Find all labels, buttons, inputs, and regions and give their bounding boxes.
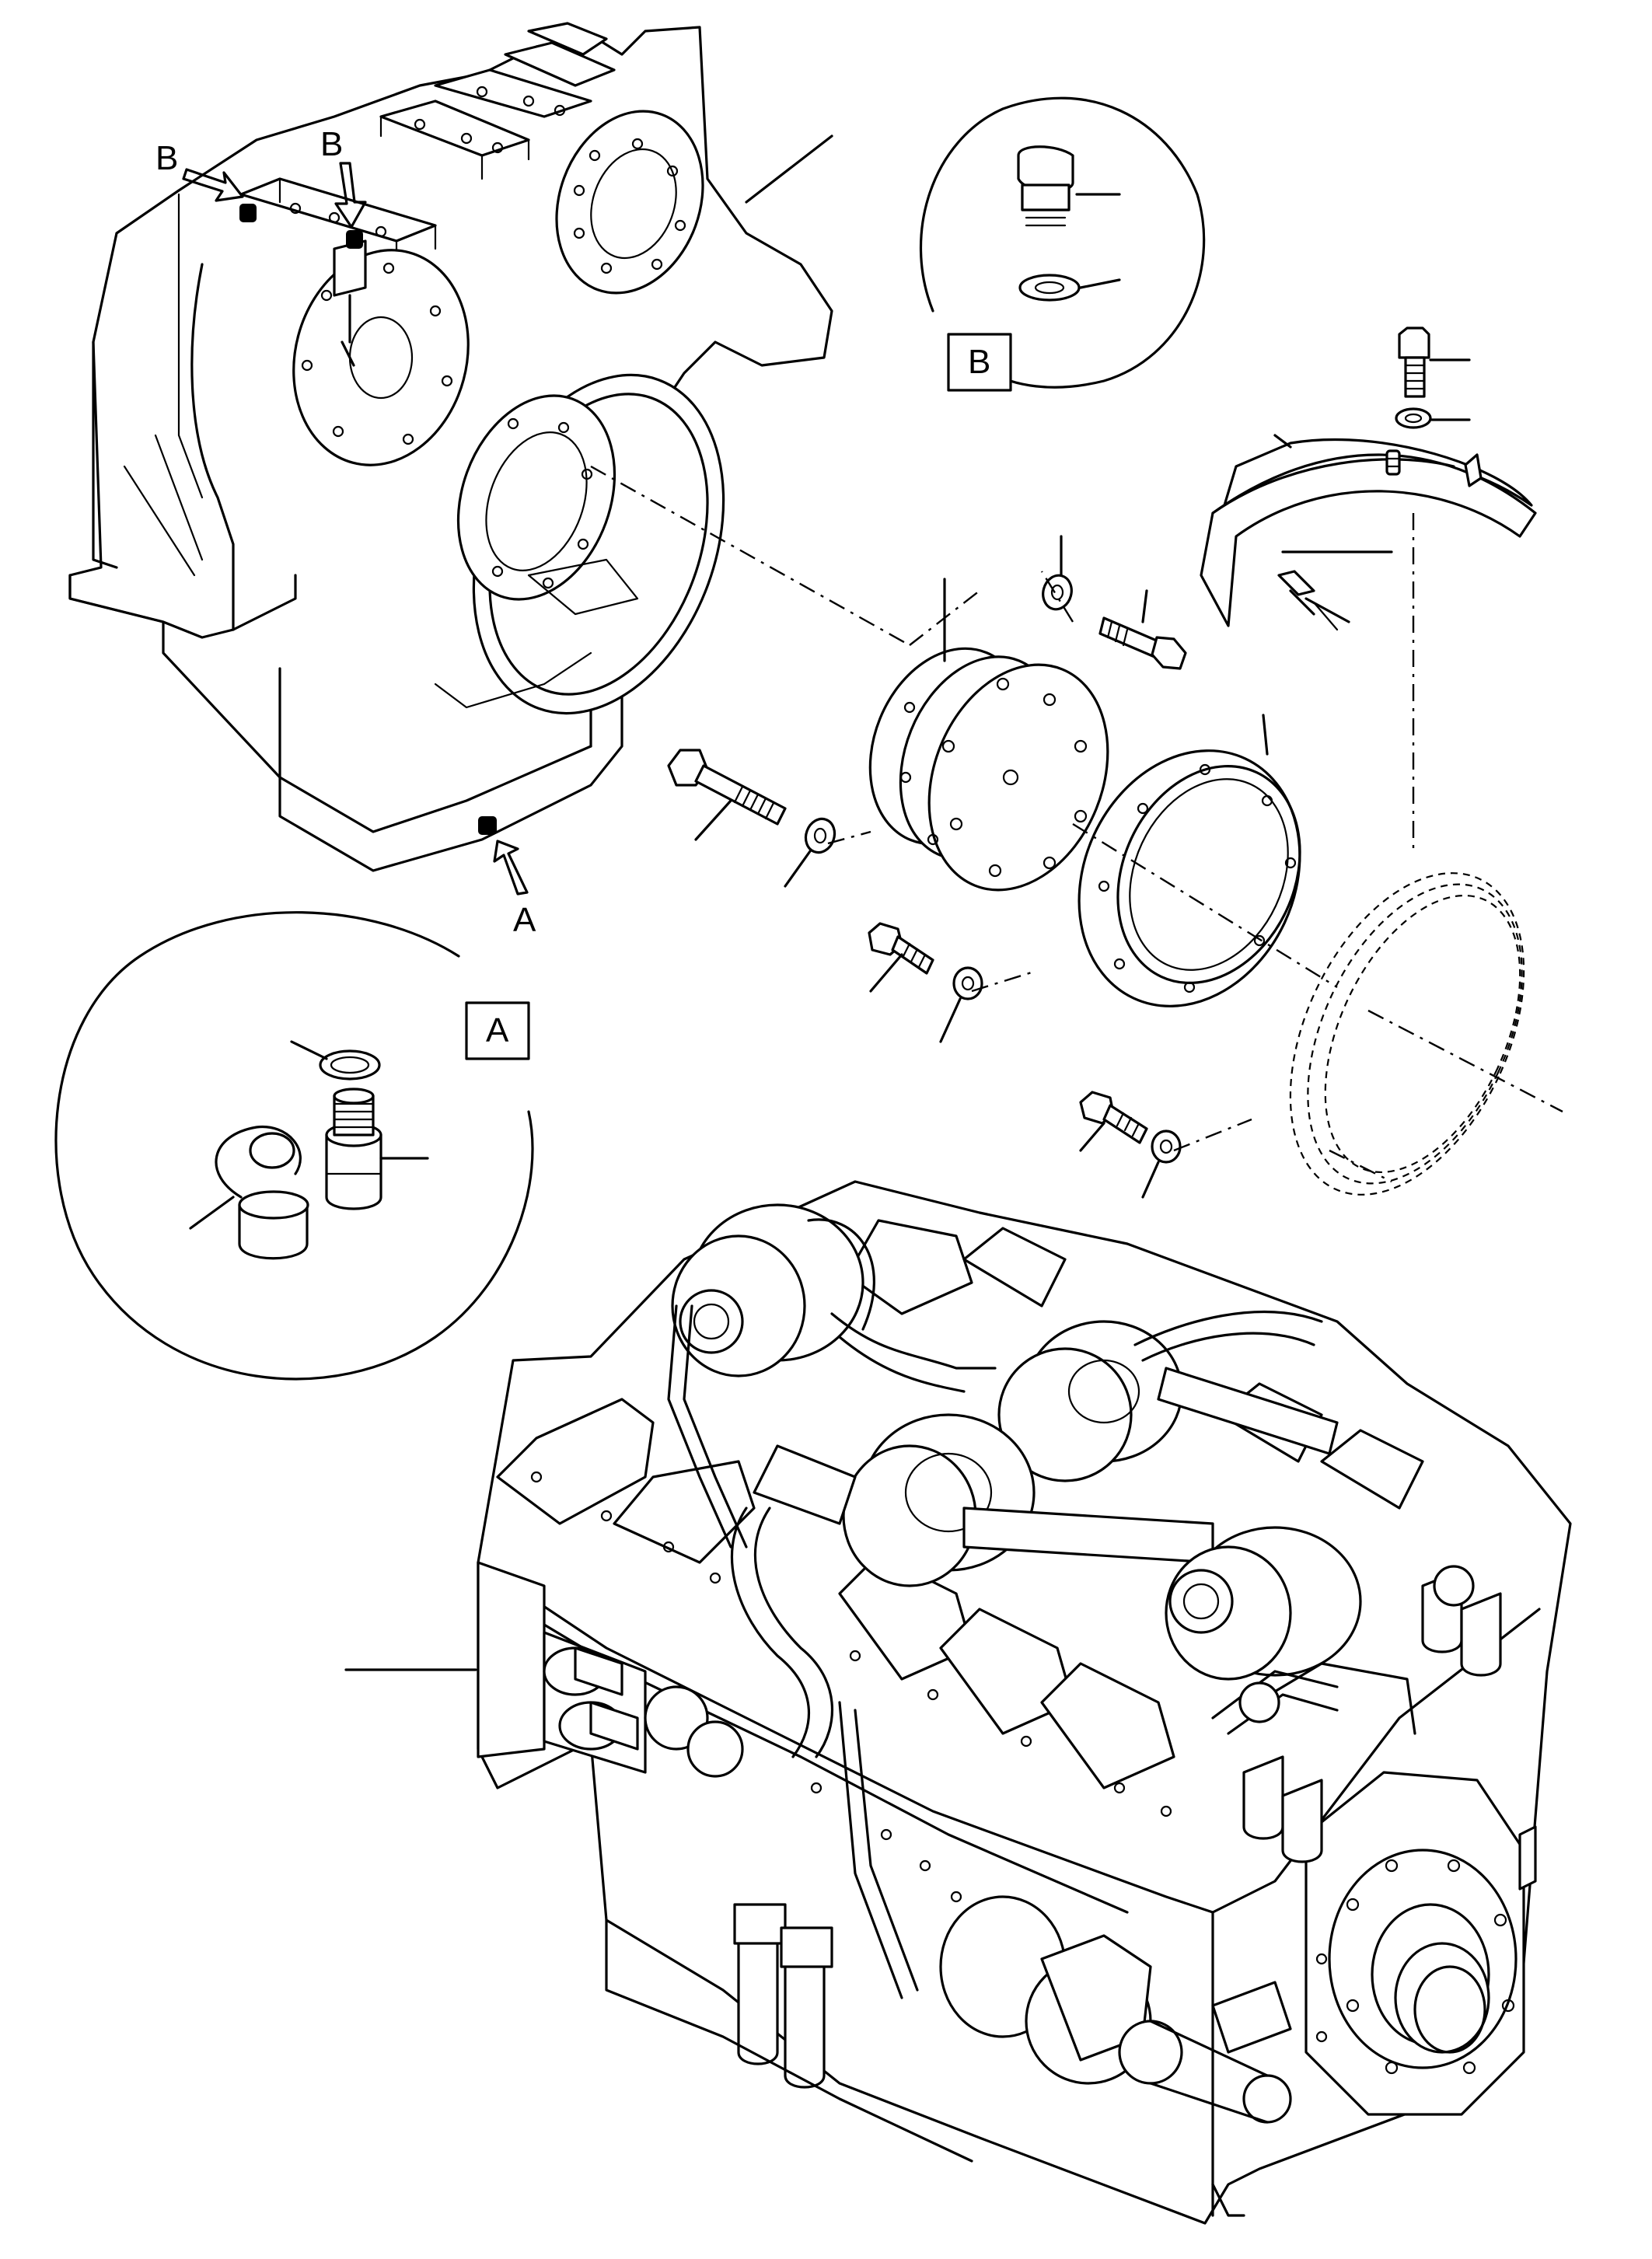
detail-a-box-label: A — [486, 1011, 509, 1049]
ring-washer — [1141, 1130, 1182, 1199]
callout-arrow-b-right — [334, 162, 367, 229]
cover-washer — [1395, 407, 1471, 429]
detail-b-box — [947, 333, 1012, 392]
gearbox-housing — [68, 22, 833, 872]
diesel-engine — [344, 1180, 1572, 2225]
hub-bolt-top — [1098, 589, 1187, 670]
ring-bolt — [1079, 1091, 1148, 1152]
flywheel-housing-ring — [1077, 714, 1301, 1007]
callout-arrow-a — [493, 840, 529, 896]
detail-a-box — [465, 1001, 530, 1060]
cover-segment — [1200, 434, 1537, 631]
label-b-right: B — [320, 125, 343, 163]
long-bolt-washer — [784, 817, 836, 888]
callout-arrow-b-left — [182, 168, 244, 202]
housing-washer — [939, 966, 983, 1043]
cover-bolt — [1398, 326, 1471, 398]
coupling-hub — [868, 578, 1109, 892]
assembly-centerlines — [590, 465, 1563, 1183]
detail-b-circle: B — [919, 96, 1206, 392]
long-bolt — [667, 749, 787, 841]
housing-bolt — [868, 922, 934, 993]
label-a: A — [513, 901, 536, 939]
detail-a-circle: A — [54, 911, 534, 1381]
detail-b-box-label: B — [968, 343, 990, 381]
flywheel-ring-ghost — [1289, 872, 1525, 1196]
hub-washer-top — [1042, 535, 1073, 611]
label-b-left: B — [155, 139, 178, 177]
